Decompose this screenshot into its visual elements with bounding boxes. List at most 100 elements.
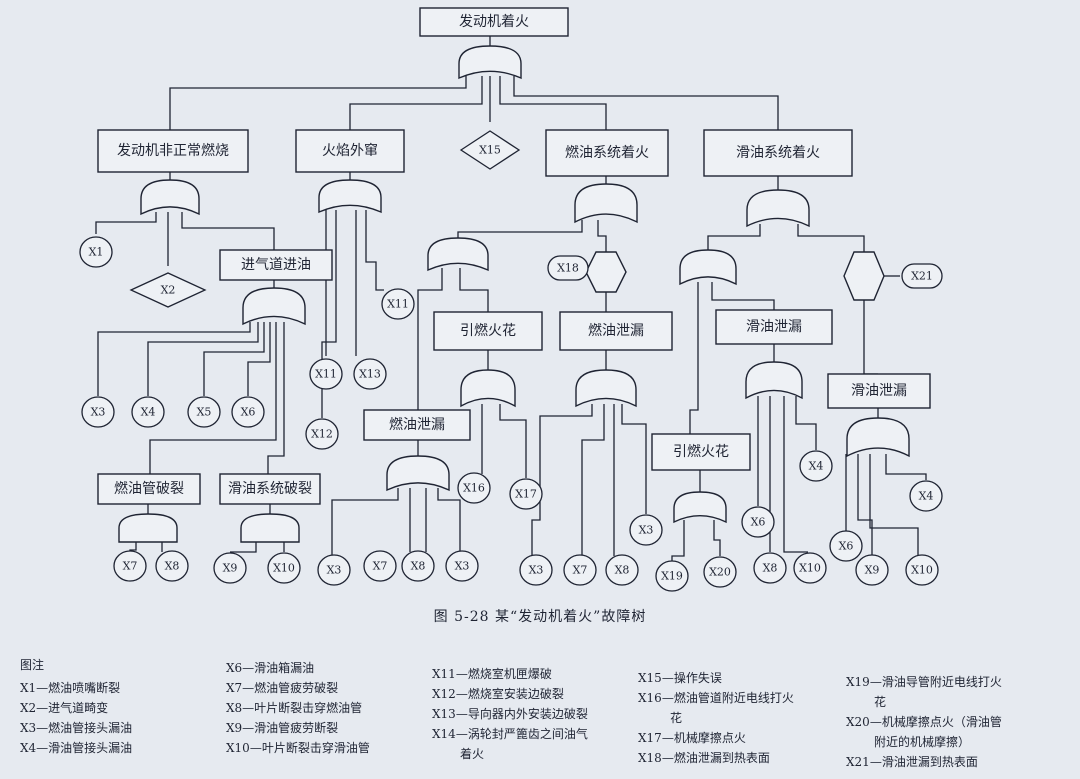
- basic-event-circle: [353, 358, 387, 390]
- event-label: 燃油泄漏: [588, 322, 644, 339]
- basic-event-label: X10: [799, 562, 821, 575]
- basic-event-circle: [799, 450, 833, 482]
- legend-item: X3—燃油管接头漏油: [20, 721, 133, 735]
- event-label: 发动机非正常燃烧: [117, 142, 229, 159]
- event-box: [97, 129, 249, 173]
- basic-event-circle: [793, 552, 827, 584]
- event-label: 滑油系统破裂: [228, 480, 312, 497]
- event-box: [97, 473, 201, 505]
- event-box: [295, 129, 405, 173]
- top-event-box: [419, 7, 569, 37]
- connector-line: [459, 268, 489, 312]
- figure-caption: 图 5-28 某“发动机着火”故障树: [433, 609, 647, 625]
- or-gate: [386, 455, 450, 492]
- legend-item: X8—叶片断裂击穿燃油管: [226, 701, 363, 715]
- connector-line: [499, 404, 527, 478]
- connector-line: [457, 220, 583, 240]
- event-box: [715, 309, 833, 345]
- basic-event-label: X3: [639, 524, 654, 537]
- basic-event-circle: [305, 418, 339, 450]
- basic-event-label: X16: [463, 482, 485, 495]
- event-box: [219, 249, 333, 281]
- or-gate: [427, 237, 489, 272]
- basic-event-label: X7: [573, 564, 588, 577]
- basic-event-circle: [231, 396, 265, 428]
- event-label: 燃油系统着火: [565, 144, 649, 161]
- event-box: [433, 311, 543, 351]
- event-box: [559, 311, 673, 351]
- event-box: [545, 129, 669, 177]
- event-label: 燃油管破裂: [114, 480, 184, 497]
- legend-item: 附近的机械摩擦）: [874, 735, 971, 749]
- legend-item: X21—滑油泄漏到热表面: [846, 755, 978, 769]
- undeveloped-event-label: X15: [479, 144, 501, 157]
- event-label: 滑油泄漏: [851, 382, 907, 399]
- legend-item: X17—机械摩擦点火: [638, 731, 746, 745]
- basic-event-label: X10: [911, 564, 933, 577]
- basic-event-circle: [79, 236, 113, 268]
- basic-event-circle: [267, 552, 301, 584]
- connector-line: [247, 322, 271, 396]
- connector-line: [97, 322, 251, 396]
- event-box: [703, 129, 853, 177]
- or-gate: [318, 179, 382, 214]
- basic-event-circle: [855, 554, 889, 586]
- legend-item: X4—滑油管接头漏油: [20, 741, 133, 755]
- top-event-label: 发动机着火: [459, 14, 529, 30]
- undeveloped-event-label: X2: [161, 284, 176, 297]
- or-gate: [846, 417, 910, 458]
- or-gate: [575, 369, 637, 408]
- basic-event-circle: [563, 554, 597, 586]
- event-label: 滑油泄漏: [746, 318, 802, 335]
- connector-line: [621, 404, 647, 514]
- basic-event-label: X1: [89, 246, 104, 259]
- condition-event: [547, 255, 589, 281]
- event-box: [827, 373, 931, 409]
- basic-event-label: X8: [411, 560, 426, 573]
- connector-line: [797, 224, 865, 252]
- or-gate: [746, 189, 810, 228]
- basic-event-circle: [905, 554, 939, 586]
- legend-item: 着火: [460, 747, 485, 761]
- basic-event-label: X4: [141, 406, 156, 419]
- connector-line: [95, 212, 157, 234]
- legend-item: X20—机械摩擦点火（滑油管: [846, 715, 1002, 729]
- basic-event-circle: [113, 550, 147, 582]
- basic-event-circle: [629, 514, 663, 546]
- connector-line: [713, 520, 721, 556]
- legend-item: X1—燃油喷嘴断裂: [20, 681, 121, 695]
- or-gate: [745, 361, 803, 400]
- or-gate: [673, 491, 727, 524]
- legend-item: X11—燃烧室机匣爆破: [432, 667, 552, 681]
- connector-line: [267, 322, 285, 474]
- connector-line: [147, 322, 259, 396]
- basic-event-circle: [829, 530, 863, 562]
- legend-item: X7—燃油管疲劳破裂: [226, 681, 339, 695]
- basic-event-label: X6: [839, 540, 854, 553]
- connector-line: [230, 540, 257, 553]
- or-gate: [460, 369, 516, 408]
- basic-event-circle: [445, 550, 479, 582]
- basic-event-circle: [457, 472, 491, 504]
- connector-line: [437, 488, 461, 552]
- connector-line: [711, 282, 775, 310]
- connector-line: [149, 322, 277, 474]
- connector-line: [417, 268, 443, 410]
- legend-title: 图注: [20, 658, 45, 672]
- legend-item: X14—涡轮封严篦齿之间油气: [432, 727, 588, 741]
- connector-line: [857, 454, 873, 556]
- legend-column-4: X15—操作失误 X16—燃油管道附近电线打火 花 X17—机械摩擦点火 X18…: [638, 668, 794, 768]
- basic-event-label: X11: [387, 298, 409, 311]
- or-gate: [242, 287, 306, 326]
- basic-event-circle: [519, 554, 553, 586]
- or-gate: [679, 249, 737, 286]
- basic-event-circle: [401, 550, 435, 582]
- basic-event-circle: [131, 396, 165, 428]
- connector-line: [885, 454, 927, 480]
- inhibit-gate: [585, 251, 627, 293]
- legend-item: 花: [874, 695, 887, 709]
- basic-event-circle: [605, 554, 639, 586]
- basic-event-label: X9: [223, 562, 238, 575]
- basic-event-circle: [909, 480, 943, 512]
- or-gate: [574, 183, 638, 224]
